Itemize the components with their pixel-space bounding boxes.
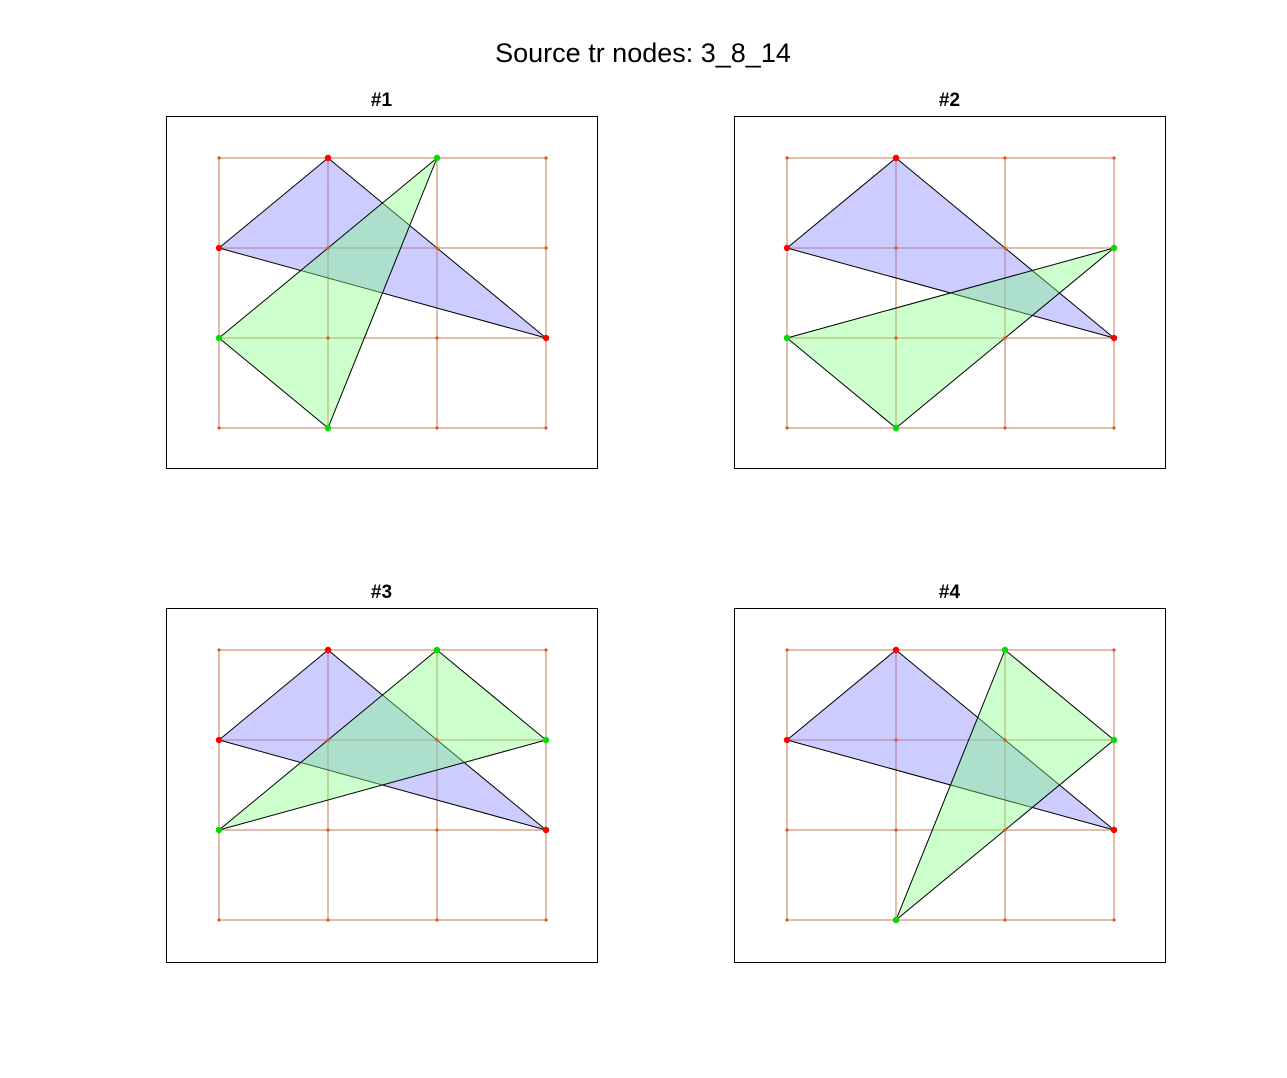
grid-node	[785, 648, 789, 652]
panel-1: #1	[166, 90, 598, 469]
target-node	[433, 646, 441, 654]
grid-node	[435, 336, 439, 340]
source-node	[324, 646, 332, 654]
target-node	[1110, 736, 1118, 744]
target-node	[783, 334, 791, 342]
source-node	[542, 334, 550, 342]
grid-node	[785, 918, 789, 922]
grid-node	[544, 918, 548, 922]
grid-node	[217, 156, 221, 160]
grid-node	[1003, 426, 1007, 430]
grid-node	[1003, 336, 1007, 340]
grid-node	[894, 828, 898, 832]
panel-title: #3	[371, 582, 392, 603]
grid-node	[217, 648, 221, 652]
grid-node	[217, 426, 221, 430]
grid-node	[435, 246, 439, 250]
target-node	[215, 826, 223, 834]
panel-title: #2	[939, 90, 960, 111]
source-node	[215, 244, 223, 252]
grid-node	[1003, 828, 1007, 832]
grid-node	[326, 738, 330, 742]
target-node	[542, 736, 550, 744]
grid-node	[1112, 918, 1116, 922]
figure-title: Source tr nodes: 3_8_14	[495, 38, 791, 68]
grid-node	[894, 336, 898, 340]
grid-node	[785, 426, 789, 430]
source-node	[1110, 826, 1118, 834]
target-node	[215, 334, 223, 342]
source-node	[783, 736, 791, 744]
grid-node	[785, 828, 789, 832]
target-node	[433, 154, 441, 162]
grid-node	[1003, 738, 1007, 742]
grid-node	[544, 426, 548, 430]
grid-node	[435, 738, 439, 742]
grid-node	[326, 918, 330, 922]
grid-node	[326, 828, 330, 832]
target-node	[1110, 244, 1118, 252]
grid-node	[1112, 648, 1116, 652]
grid-node	[1003, 918, 1007, 922]
panel-frame	[166, 608, 598, 963]
panel-2: #2	[734, 90, 1166, 469]
source-node	[783, 244, 791, 252]
panel-title: #4	[939, 582, 961, 603]
grid-node	[435, 426, 439, 430]
grid-node	[544, 246, 548, 250]
source-node	[324, 154, 332, 162]
grid-node	[326, 246, 330, 250]
panel-4: #4	[734, 582, 1166, 963]
grid-node	[894, 738, 898, 742]
target-node	[892, 424, 900, 432]
panel-frame	[734, 608, 1166, 963]
grid-node	[1003, 156, 1007, 160]
source-node	[1110, 334, 1118, 342]
grid-node	[1112, 156, 1116, 160]
target-node	[324, 424, 332, 432]
source-node	[215, 736, 223, 744]
panel-frame	[166, 116, 598, 469]
grid-node	[217, 918, 221, 922]
panel-title: #1	[371, 90, 393, 111]
grid-node	[544, 648, 548, 652]
target-node	[892, 916, 900, 924]
source-node	[892, 154, 900, 162]
panel-frame	[734, 116, 1166, 469]
grid-node	[894, 246, 898, 250]
grid-node	[785, 156, 789, 160]
source-node	[542, 826, 550, 834]
grid-node	[326, 336, 330, 340]
panel-3: #3	[166, 582, 598, 963]
grid-node	[435, 918, 439, 922]
panels-container: #1 #2 #3 #4	[166, 90, 1166, 963]
grid-node	[1003, 246, 1007, 250]
grid-node	[1112, 426, 1116, 430]
grid-node	[544, 156, 548, 160]
target-node	[1001, 646, 1009, 654]
grid-node	[435, 828, 439, 832]
source-node	[892, 646, 900, 654]
